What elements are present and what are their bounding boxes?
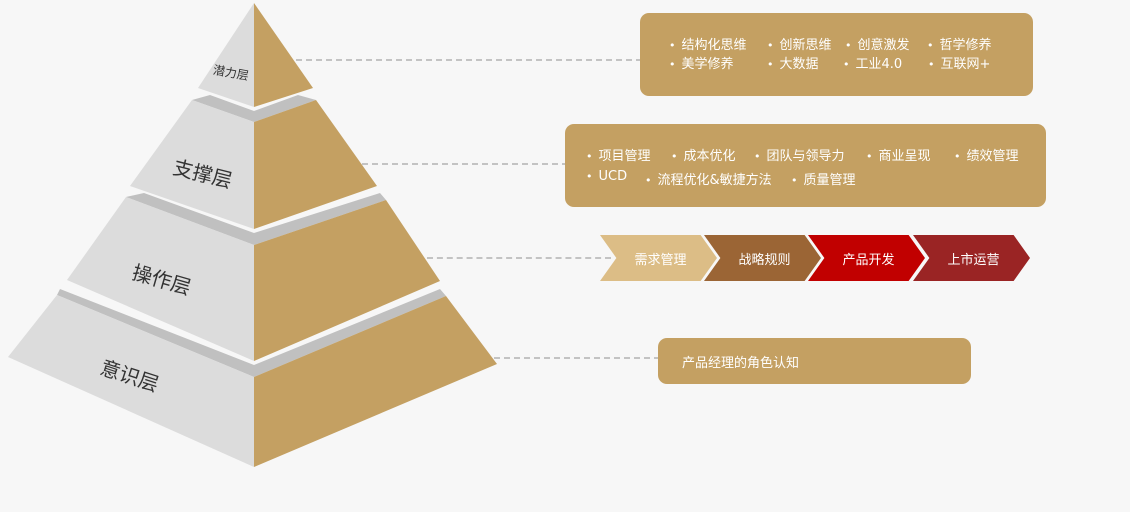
awareness-card: 产品经理的角色认知 [658,338,971,384]
connector-support [362,163,568,165]
pyramid-tier-support-right [254,100,377,229]
list-item: 创新思维 [767,34,832,53]
list-item: 质量管理 [791,169,856,188]
list-item: 创意激发 [845,34,910,53]
list-item: 商业呈现 [866,145,931,164]
list-item: 哲学修养 [927,34,992,53]
pyramid-tier-potential-right [254,3,313,107]
list-item: 大数据 [767,53,819,72]
pyramid-tier-support-left [130,100,254,229]
process-step-launch: 上市运营 [913,235,1030,281]
process-step-strategy: 战略规则 [704,235,821,281]
list-item: 团队与领导力 [754,145,845,164]
pyramid-tier-awareness-right [254,296,497,467]
pyramid-tier-potential-left [198,3,254,107]
pyramid-tier-operation-left [67,197,254,361]
awareness-text: 产品经理的角色认知 [682,355,800,371]
pyramid-tier-operation-right [254,200,440,361]
connector-awareness [494,357,660,359]
pyramid-tier-awareness-left [8,295,254,467]
pyramid-diagram [8,3,497,467]
support-skills-card: 项目管理 成本优化 团队与领导力 商业呈现 绩效管理 UCD 流程优化&敏捷方法… [565,124,1046,207]
list-item: 美学修养 [669,53,734,72]
potential-skills-card: 结构化思维 创新思维 创意激发 哲学修养 美学修养 大数据 工业4.0 互联网+ [640,13,1033,96]
process-step-requirements: 需求管理 [600,235,717,281]
list-item: 互联网+ [928,53,991,72]
connector-operation [427,257,611,259]
list-item: 工业4.0 [843,53,903,72]
list-item: 流程优化&敏捷方法 [645,169,772,188]
connector-potential [296,59,642,61]
pyramid-band-2 [126,193,386,245]
list-item: 项目管理 [586,145,651,164]
pyramid-band-1 [192,95,316,122]
list-item: 成本优化 [671,145,736,164]
list-item: 绩效管理 [954,145,1019,164]
process-step-development: 产品开发 [808,235,925,281]
list-item: 结构化思维 [669,34,747,53]
list-item: UCD [586,169,628,184]
